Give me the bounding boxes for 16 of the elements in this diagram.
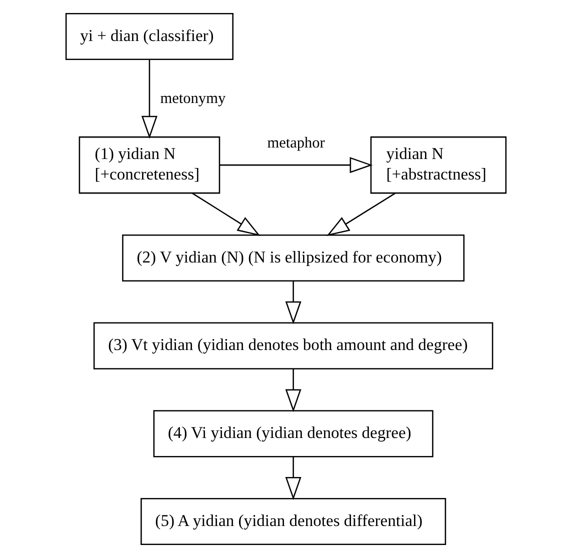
arrow xyxy=(285,369,302,412)
arrow xyxy=(220,157,373,174)
edge-label: metaphor xyxy=(267,134,325,152)
arrow xyxy=(141,60,158,139)
arrow xyxy=(326,192,396,236)
edge-label: metonymy xyxy=(160,90,226,107)
node-box: (3) Vt yidian (yidian denotes both amount and degree) xyxy=(93,322,494,370)
node-box: yi + dian (classifier) xyxy=(65,12,234,60)
node-box: (5) A yidian (yidian denotes differential) xyxy=(140,498,446,546)
arrow xyxy=(285,281,302,324)
arrow xyxy=(285,456,302,500)
node-box: (2) V yidian (N) (N is ellipsized for economy) xyxy=(122,234,465,282)
node-box: yidian N [+abstractness] xyxy=(370,136,507,194)
node-box: (1) yidian N [+concreteness] xyxy=(78,136,220,194)
arrow xyxy=(192,192,260,236)
node-box: (4) Vi yidian (yidian denotes degree) xyxy=(153,410,434,458)
